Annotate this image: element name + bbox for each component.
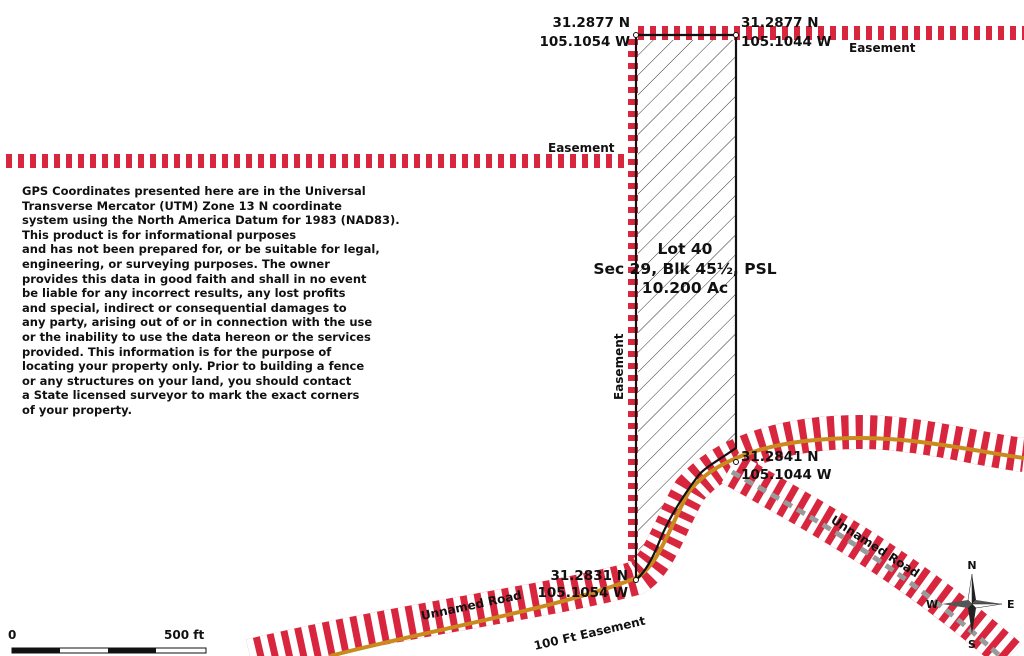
- se-corner-lat: 31.2841 N: [741, 449, 819, 465]
- lot-hatch-fill: [636, 35, 736, 580]
- scale-start-label: 0: [8, 628, 16, 642]
- compass-east: E: [1007, 598, 1015, 611]
- lot-legal-description: Sec 29, Blk 45½, PSL: [593, 260, 776, 278]
- lot-boundary: [634, 33, 738, 582]
- compass-west: W: [926, 598, 938, 611]
- nw-corner-lon: 105.1054 W: [540, 34, 631, 50]
- scale-bar: [11, 647, 207, 654]
- easement-100ft-label: 100 Ft Easement: [533, 614, 647, 653]
- disclaimer-text: GPS Coordinates presented here are in th…: [22, 184, 400, 417]
- compass-rose-icon: [942, 573, 1003, 634]
- sw-corner-lon: 105.1054 W: [538, 585, 629, 601]
- compass-north: N: [967, 559, 976, 572]
- easement-label-left: Easement: [548, 141, 615, 155]
- lot-name: Lot 40: [658, 240, 713, 258]
- sw-corner-lat: 31.2831 N: [551, 568, 629, 584]
- easement-label-vertical: Easement: [612, 333, 626, 400]
- ne-corner-lat: 31.2877 N: [741, 15, 819, 31]
- scale-end-label: 500 ft: [164, 628, 204, 642]
- ne-corner-lon: 105.1044 W: [741, 34, 832, 50]
- easement-label-top: Easement: [849, 41, 916, 55]
- se-corner-lon: 105.1044 W: [741, 467, 832, 483]
- roads: [329, 435, 1024, 656]
- nw-corner-lat: 31.2877 N: [553, 15, 631, 31]
- compass-south: S: [968, 638, 976, 651]
- corner-markers: [633, 32, 739, 583]
- lot-area: 10.200 Ac: [642, 279, 728, 297]
